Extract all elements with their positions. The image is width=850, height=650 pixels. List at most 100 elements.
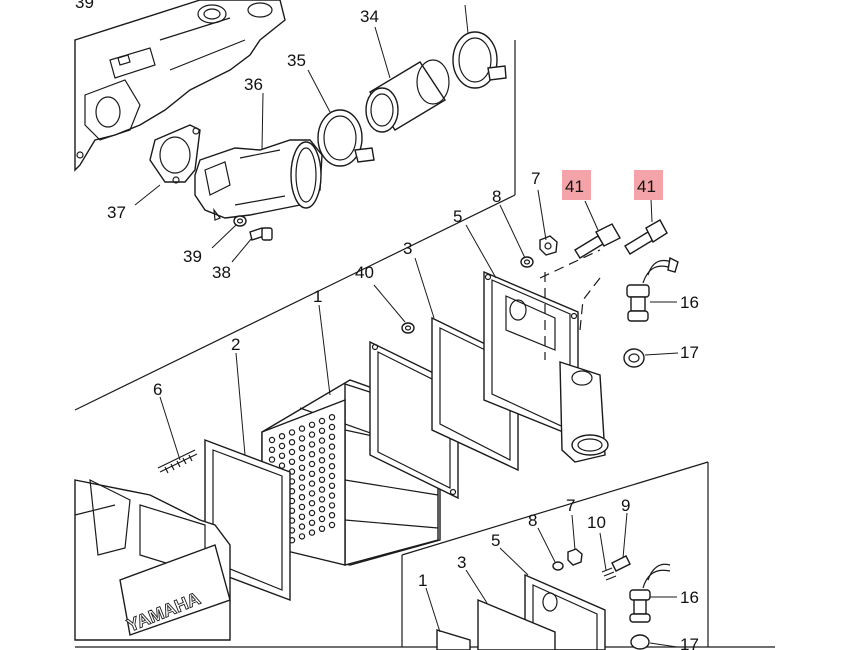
inset-washer-17 <box>630 634 650 650</box>
perforation-hole <box>268 456 276 463</box>
callout-3: 3 <box>403 239 412 258</box>
callout-7: 7 <box>531 169 540 188</box>
callout-39-top: 39 <box>75 0 94 12</box>
callout-39: 39 <box>183 247 202 266</box>
exhaust-manifold <box>74 0 286 172</box>
inset-callout-1: 1 <box>418 571 427 590</box>
perforation-hole <box>328 512 336 519</box>
perforation-hole <box>318 417 326 425</box>
washer-39 <box>233 215 247 227</box>
nut-7 <box>539 235 558 256</box>
perforation-hole <box>308 460 316 468</box>
inset-gasket-3 <box>477 598 556 650</box>
callout-5: 5 <box>453 207 462 226</box>
perforation-hole <box>308 529 316 536</box>
callout-34: 34 <box>360 7 379 26</box>
hose-clamp-35 <box>317 109 375 167</box>
perforation-hole <box>328 482 336 489</box>
perforation-hole <box>298 523 306 530</box>
perforation-hole <box>288 439 296 446</box>
perforation-hole <box>268 446 276 453</box>
perforation-hole <box>288 429 296 436</box>
callout-16: 16 <box>680 293 699 312</box>
perforation-hole <box>298 425 306 432</box>
perforation-hole <box>328 492 336 499</box>
inset-fitting-16 <box>629 563 671 623</box>
inset-muffler-1 <box>436 629 471 650</box>
inset-callout-8: 8 <box>528 511 537 530</box>
washer-40 <box>401 322 415 334</box>
perforation-hole <box>328 443 336 450</box>
callout-17: 17 <box>680 343 699 362</box>
perforation-hole <box>298 474 306 481</box>
perforation-hole <box>278 442 286 450</box>
inset-callout-7: 7 <box>566 496 575 515</box>
perforation-hole <box>268 436 276 444</box>
perforation-hole <box>308 480 316 487</box>
perforation-hole <box>328 414 336 421</box>
diagram-frame <box>74 40 775 648</box>
perforation-hole <box>318 506 326 513</box>
perforation-hole <box>328 433 336 440</box>
perforation-hole <box>328 521 336 529</box>
dashed-guide-line <box>539 249 601 360</box>
callout-38: 38 <box>212 263 231 282</box>
highlight-box-41-left <box>562 170 591 200</box>
perforation-hole <box>298 435 306 442</box>
spring-pin-6 <box>157 449 198 474</box>
washer-8 <box>520 256 534 268</box>
inset-callout-9: 9 <box>621 496 630 515</box>
perforation-hole <box>308 451 316 458</box>
plug-41-left <box>574 223 621 259</box>
perforation-hole <box>278 452 286 459</box>
fitting-16 <box>626 256 679 322</box>
hose-34 <box>365 59 450 133</box>
callout-6: 6 <box>153 380 162 399</box>
callout-labels: 39 34 35 36 37 39 38 7 8 5 3 40 1 2 6 41… <box>75 0 699 650</box>
callout-36: 36 <box>244 75 263 94</box>
callout-2: 2 <box>231 335 240 354</box>
perforation-hole <box>318 447 326 454</box>
perforation-hole <box>288 458 296 465</box>
perforation-hole <box>298 454 306 462</box>
callout-37: 37 <box>107 203 126 222</box>
perforation-hole <box>328 463 336 470</box>
perforation-hole <box>328 472 336 480</box>
perforation-hole <box>298 513 306 521</box>
callout-41-left: 41 <box>565 177 584 196</box>
perforation-hole <box>318 466 326 474</box>
perforation-hole <box>278 462 286 469</box>
perforation-hole <box>298 503 306 511</box>
inset-callout-10: 10 <box>587 513 606 532</box>
inset-callout-17: 17 <box>680 635 699 650</box>
perforation-hole <box>318 437 326 444</box>
perforation-hole <box>298 533 306 540</box>
gasket-37 <box>149 124 201 184</box>
callout-1: 1 <box>313 287 322 306</box>
perforation-hole <box>308 421 316 428</box>
perforation-hole <box>328 423 336 431</box>
perforation-hole <box>308 500 316 507</box>
hose-clamp-top <box>452 31 507 89</box>
plug-41-right <box>624 219 668 255</box>
perforation-hole <box>318 476 326 483</box>
engine-housing: YAMAHA <box>74 478 231 641</box>
perforation-hole <box>328 502 336 509</box>
callout-40: 40 <box>355 263 374 282</box>
leader-lines <box>134 4 679 648</box>
inset-callout-3: 3 <box>457 553 466 572</box>
perforation-hole <box>298 445 306 452</box>
bolt-38 <box>249 227 273 241</box>
perforation-hole <box>318 515 326 523</box>
perforation-hole <box>288 448 296 456</box>
inset-spring-10 <box>601 567 617 581</box>
perforation-hole <box>298 464 306 471</box>
inset-bolt-9 <box>611 555 631 572</box>
elbow-pipe-36 <box>194 139 323 221</box>
perforation-hole <box>308 509 316 517</box>
inset-washer-8 <box>552 561 564 571</box>
callout-41-right: 41 <box>637 177 656 196</box>
perforation-hole <box>308 490 316 497</box>
perforation-hole <box>278 433 286 440</box>
